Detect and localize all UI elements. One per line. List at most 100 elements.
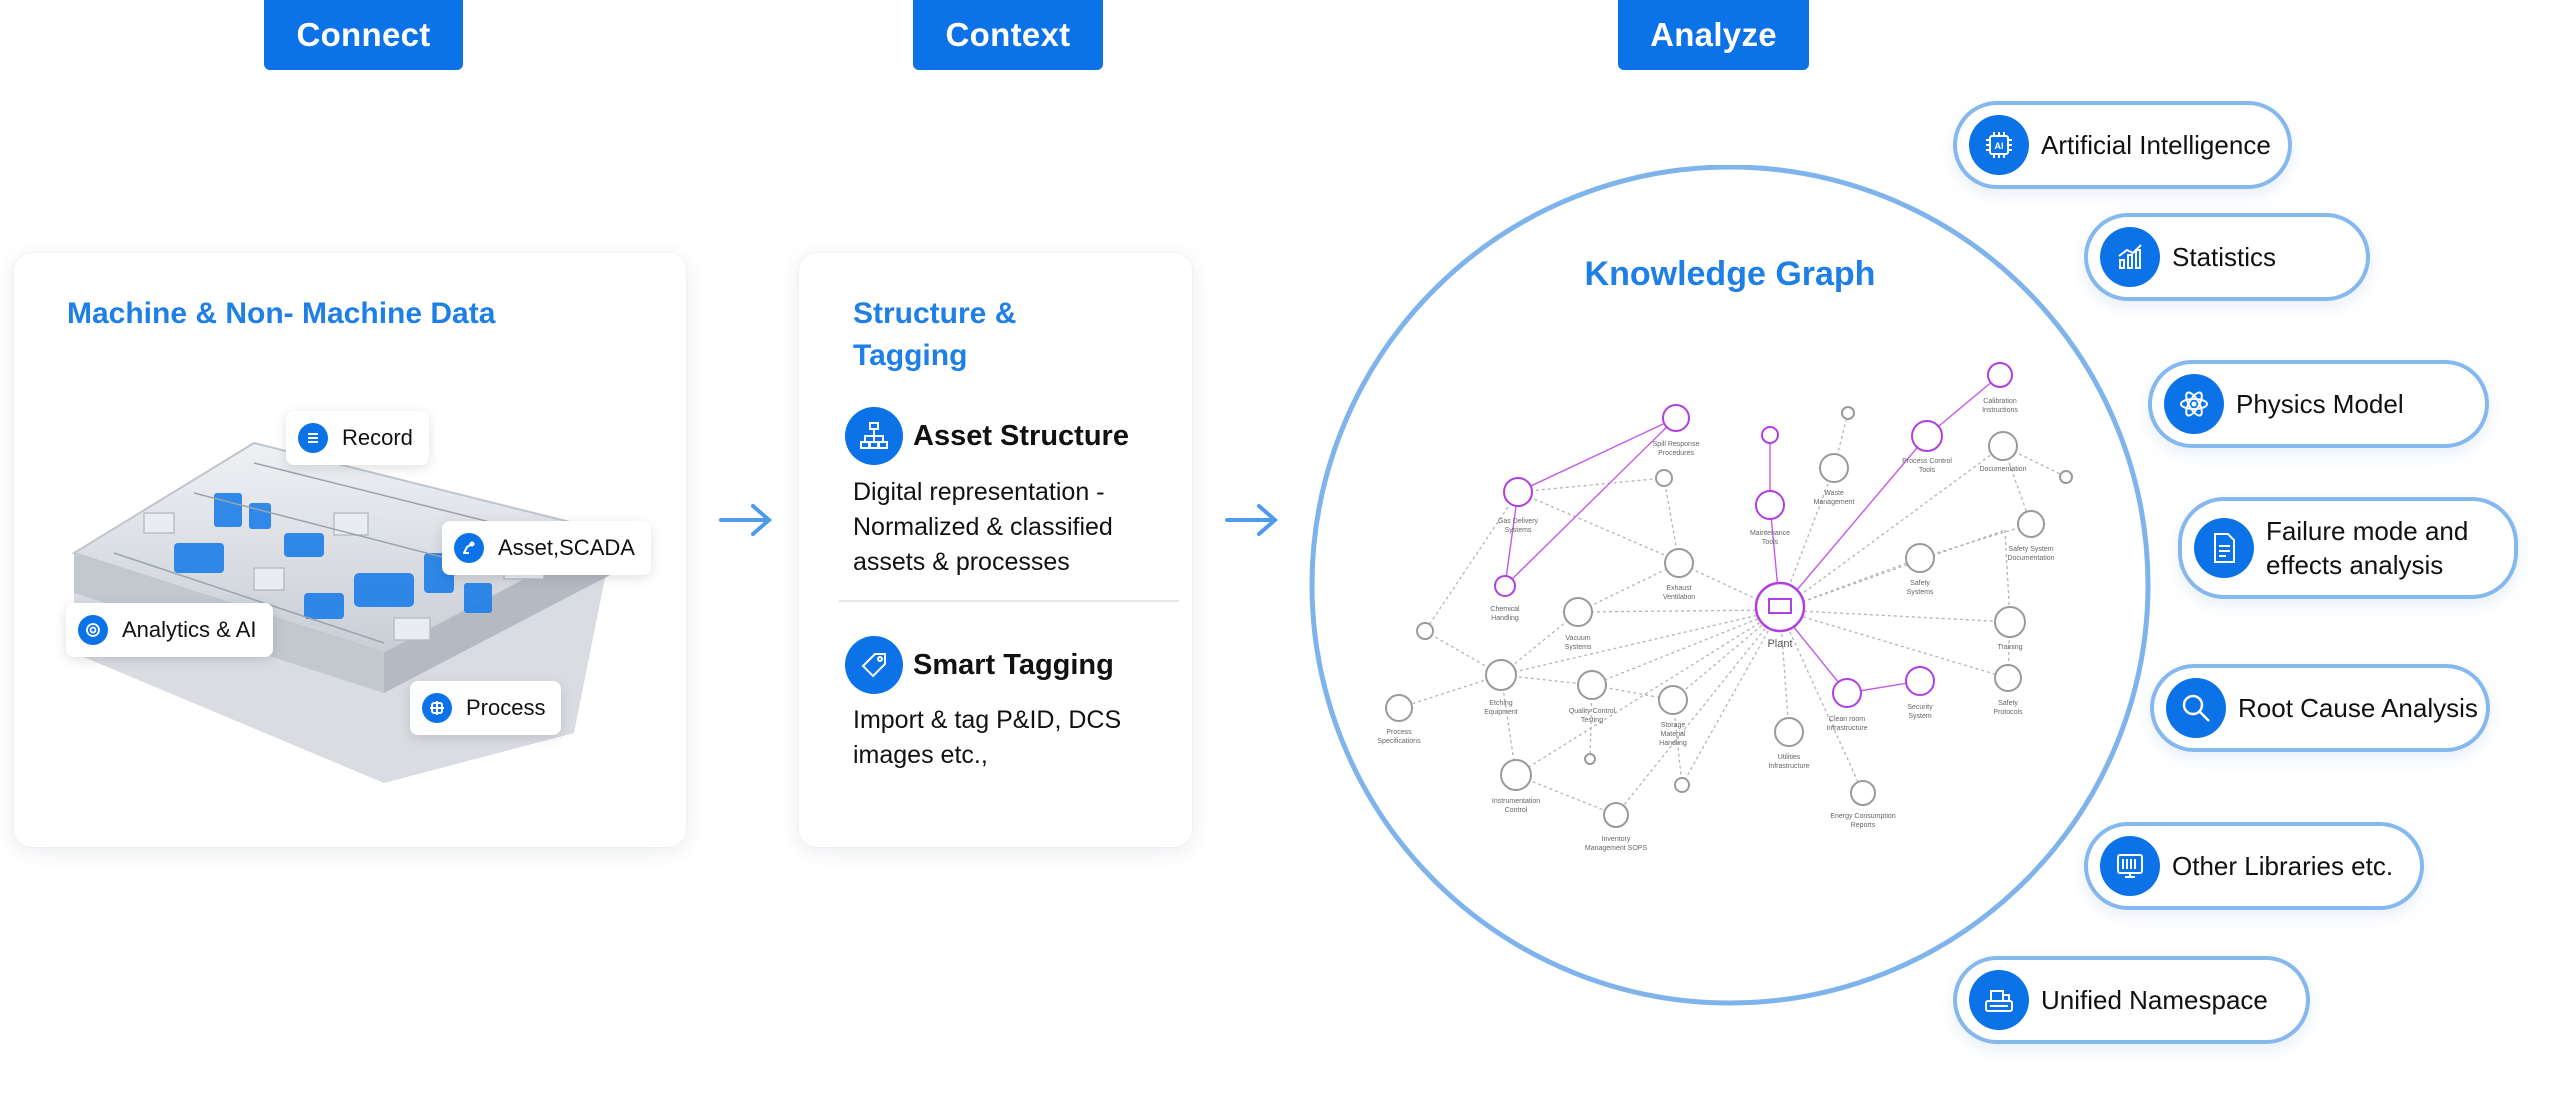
- list-icon: [298, 423, 328, 453]
- process-chip: Process: [410, 681, 562, 735]
- storage-node: [1658, 685, 1688, 715]
- exhaust-node: [1664, 548, 1694, 578]
- record-chip-label: Record: [342, 425, 413, 450]
- context-header: Context: [913, 0, 1103, 70]
- svg-text:Documentation: Documentation: [1979, 466, 2026, 473]
- chem-node: [1494, 575, 1516, 597]
- calib-node: [1987, 362, 2013, 388]
- process-chip-label: Process: [466, 695, 546, 720]
- capability-other-libraries[interactable]: Other Libraries etc.: [2084, 822, 2424, 910]
- svg-text:AI: AI: [1995, 141, 2004, 151]
- arrow-right-icon: [719, 504, 773, 536]
- connect-card-title: Machine & Non- Machine Data: [67, 297, 496, 330]
- smart-tagging-heading: Smart Tagging: [845, 636, 1114, 694]
- capability-physics-model[interactable]: Physics Model: [2148, 360, 2489, 448]
- small-node: [2059, 470, 2073, 484]
- connect-card: Machine & Non- Machine Data: [14, 253, 686, 847]
- small-node: [1655, 469, 1673, 487]
- divider: [839, 600, 1179, 602]
- context-card-title: Structure & Tagging: [853, 297, 1017, 372]
- small-node: [1416, 622, 1434, 640]
- maint-node: [1755, 490, 1785, 520]
- chart-icon: [2100, 227, 2160, 287]
- connect-header: Connect: [264, 0, 463, 70]
- knowledge-graph-title: Knowledge Graph: [1585, 255, 1876, 293]
- capability-statistics[interactable]: Statistics: [2084, 213, 2370, 301]
- safety-doc-node: [2017, 510, 2045, 538]
- context-card: Structure & Tagging Asset Structure Digi…: [799, 253, 1192, 847]
- small-node: [1584, 753, 1596, 765]
- capability-ai[interactable]: AI Artificial Intelligence: [1953, 101, 2292, 189]
- analytics-chip: Analytics & AI: [66, 603, 273, 657]
- target-icon: [78, 615, 108, 645]
- record-chip: Record: [286, 411, 429, 465]
- asset-structure-heading: Asset Structure: [845, 407, 1129, 465]
- pct-node: [1911, 420, 1943, 452]
- training-node: [1994, 606, 2026, 638]
- waste-node: [1819, 453, 1849, 483]
- capability-fmea[interactable]: Failure mode and effects analysis: [2178, 497, 2518, 599]
- asset-chip: Asset,SCADA: [442, 521, 651, 575]
- inventory-node: [1603, 802, 1629, 828]
- robot-arm-icon: [454, 533, 484, 563]
- plant-node: [1754, 581, 1806, 633]
- vacuum-node: [1563, 597, 1593, 627]
- analyze-header: Analyze: [1618, 0, 1809, 70]
- small-node: [1841, 406, 1855, 420]
- capability-root-cause[interactable]: Root Cause Analysis: [2150, 664, 2490, 752]
- spill-node: [1662, 404, 1690, 432]
- safety-proto-node: [1994, 664, 2022, 692]
- knowledge-graph-circle: [1309, 165, 2151, 1006]
- svg-text:Training: Training: [1997, 644, 2022, 651]
- knowledge-graph: Knowledge Graph: [1309, 165, 2151, 1006]
- security-node: [1905, 666, 1935, 696]
- document-icon: [2194, 518, 2254, 578]
- etching-node: [1485, 659, 1517, 691]
- analytics-chip-label: Analytics & AI: [122, 617, 257, 642]
- ai-chip-icon: AI: [1969, 115, 2029, 175]
- energy-node: [1850, 780, 1876, 806]
- namespace-icon: [1969, 970, 2029, 1030]
- maint-top-node: [1761, 426, 1779, 444]
- capability-unified-namespace[interactable]: Unified Namespace: [1953, 956, 2310, 1044]
- plant-node-label: Plant: [1767, 638, 1792, 650]
- asset-structure-description: Digital representation - Normalized & cl…: [853, 478, 1113, 576]
- process-icon: [422, 693, 452, 723]
- doc-node: [1988, 431, 2018, 461]
- tag-icon: [845, 636, 903, 694]
- cleanroom-node: [1832, 678, 1862, 708]
- utilities-node: [1774, 717, 1804, 747]
- arrow-right-icon: [1225, 504, 1279, 536]
- gas-node: [1503, 477, 1533, 507]
- qc-node: [1577, 670, 1607, 700]
- library-icon: [2100, 836, 2160, 896]
- instr-node: [1500, 759, 1532, 791]
- process-spec-node: [1385, 694, 1413, 722]
- smart-tagging-description: Import & tag P&ID, DCS images etc.,: [853, 706, 1122, 769]
- asset-chip-label: Asset,SCADA: [498, 535, 635, 560]
- safety-sys-node: [1905, 543, 1935, 573]
- small-node: [1674, 777, 1690, 793]
